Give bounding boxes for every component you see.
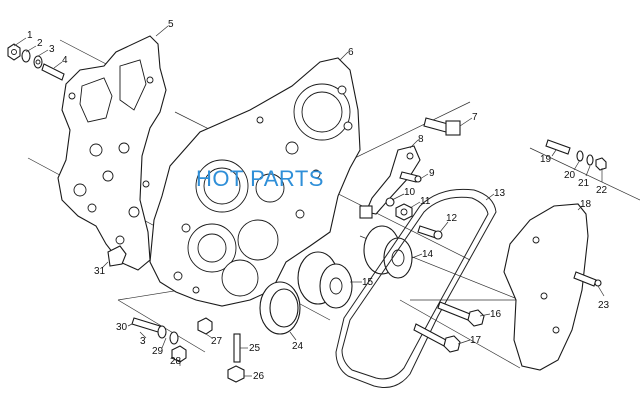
callout-2: 2 (37, 38, 43, 49)
lower-stud-set (131, 317, 187, 363)
callout-27: 27 (211, 336, 223, 347)
callout-26: 26 (253, 371, 265, 382)
callout-numbers: 1 2 3 4 5 6 7 8 9 10 11 12 13 14 15 16 1… (27, 19, 610, 382)
callout-21: 21 (578, 178, 590, 189)
gasket-plate (57, 35, 167, 271)
callout-23: 23 (598, 300, 610, 311)
timing-belt-cover (503, 203, 589, 371)
leader-lines (13, 25, 605, 377)
callout-22: 22 (596, 185, 608, 196)
bolt-9 (399, 171, 422, 183)
stud-nut-25-26 (227, 333, 245, 383)
callout-31: 31 (94, 266, 106, 277)
tensioner-pulley (297, 251, 353, 309)
timing-belt (335, 188, 497, 388)
callout-18: 18 (580, 199, 592, 210)
callout-11: 11 (420, 196, 431, 207)
bolt-7 (423, 117, 461, 136)
tensioner-bracket (359, 145, 421, 219)
callout-8: 8 (418, 134, 424, 145)
fitting-31 (107, 245, 127, 267)
top-left-stud-set (7, 43, 65, 81)
callout-4: 4 (62, 55, 68, 66)
callout-1: 1 (27, 30, 33, 41)
callout-10: 10 (404, 187, 416, 198)
callout-5: 5 (168, 19, 174, 30)
callout-19: 19 (540, 154, 552, 165)
timing-case-housing (149, 57, 361, 307)
callout-29: 29 (152, 346, 164, 357)
watermark-text: HOT PARTS (196, 166, 324, 191)
callout-20: 20 (564, 170, 576, 181)
callout-17: 17 (470, 335, 482, 346)
callout-3-lower: 3 (140, 336, 146, 347)
nut-27 (197, 317, 213, 335)
callout-7: 7 (472, 112, 478, 123)
callout-24: 24 (292, 341, 304, 352)
bolts-16-17 (413, 301, 485, 353)
cover-bolt-set-19-22 (545, 139, 607, 171)
callout-12: 12 (446, 213, 458, 224)
callout-30: 30 (116, 322, 128, 333)
callout-25: 25 (249, 343, 261, 354)
callout-3: 3 (49, 44, 55, 55)
callout-14: 14 (422, 249, 434, 260)
oil-seal (259, 281, 301, 335)
callout-6: 6 (348, 47, 354, 58)
callout-28: 28 (170, 356, 182, 367)
callout-13: 13 (494, 188, 506, 199)
washer-nut-10-12 (385, 197, 443, 240)
callout-15: 15 (362, 277, 374, 288)
bolt-23 (573, 271, 602, 287)
idler-pulley (363, 225, 413, 279)
callout-9: 9 (429, 168, 435, 179)
callout-16: 16 (490, 309, 502, 320)
